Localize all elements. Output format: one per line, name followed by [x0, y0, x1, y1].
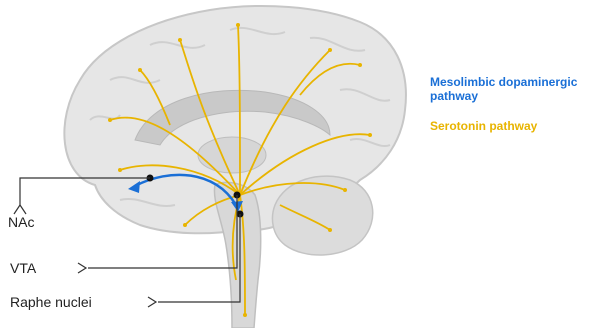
- legend-dopamine-line1: Mesolimbic dopaminergic: [430, 76, 577, 89]
- nac-pointer: [14, 205, 26, 214]
- cerebellum: [272, 176, 372, 255]
- legend-serotonin: Serotonin pathway: [430, 120, 537, 133]
- legend-dopamine-line2: pathway: [430, 90, 478, 103]
- vta-pointer: [78, 263, 86, 273]
- thalamus: [198, 137, 266, 173]
- vta-label: VTA: [10, 260, 36, 276]
- raphe-pointer: [148, 297, 156, 307]
- nac-label: NAc: [8, 214, 34, 230]
- raphe-label: Raphe nuclei: [10, 294, 92, 310]
